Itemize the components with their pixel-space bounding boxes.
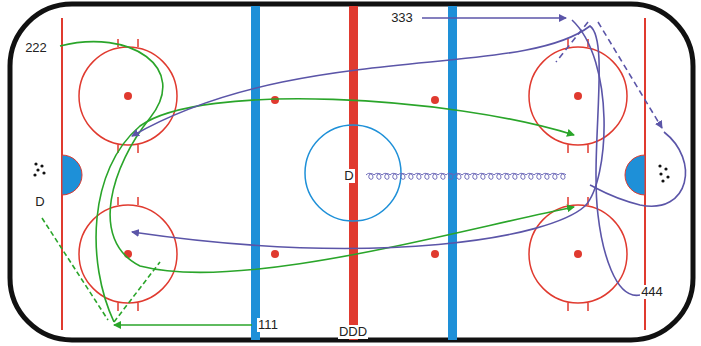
player-label: DDD: [338, 325, 368, 339]
player-label: D: [343, 169, 354, 183]
player-label: 222: [24, 41, 48, 55]
center-circle: [305, 125, 401, 221]
player-label: 333: [390, 11, 414, 25]
blue-line: [251, 6, 260, 340]
purple-routes: [132, 18, 686, 295]
player-label: 111: [257, 318, 279, 332]
rink-boards: [10, 4, 693, 340]
puck-carry-path: [366, 173, 566, 179]
player-label: 444: [640, 285, 664, 299]
goal-crease: [625, 155, 645, 195]
player-label: D: [34, 195, 45, 209]
goal-crease: [62, 155, 82, 195]
green-routes: [42, 42, 574, 325]
pucks: [33, 162, 669, 182]
